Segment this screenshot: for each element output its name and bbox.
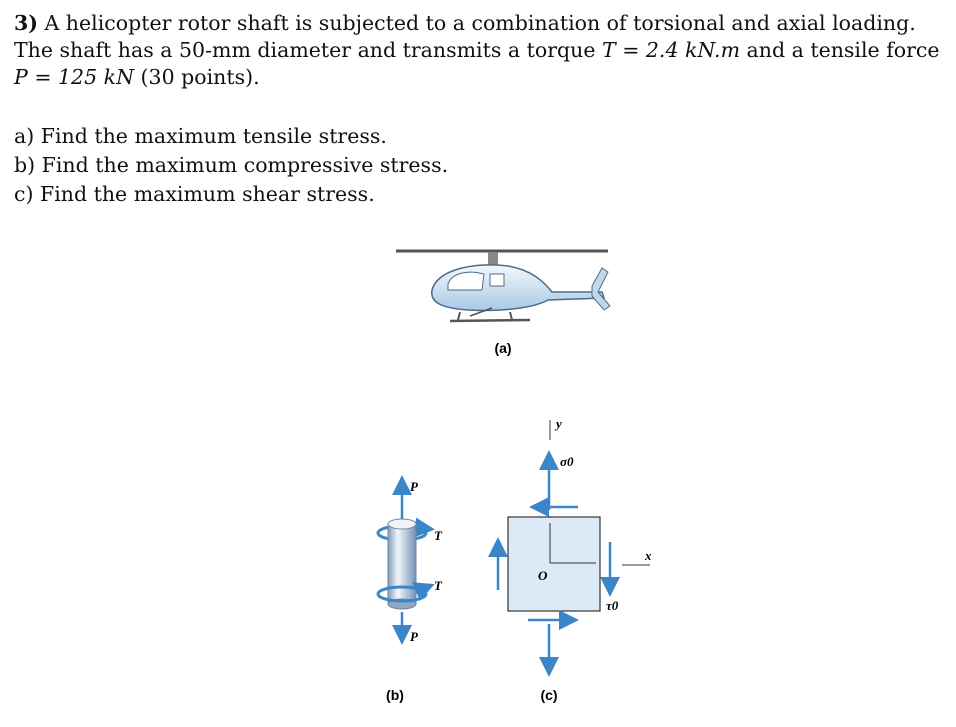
skid (449, 318, 531, 323)
label-tau: τ0 (606, 598, 619, 613)
problem-number: 3) (14, 11, 38, 35)
caption-a: (a) (494, 340, 511, 356)
torque-symbol: T (601, 38, 616, 62)
statement-part-1: A helicopter rotor shaft is subjected to… (14, 11, 916, 62)
question-parts: a) Find the maximum tensile stress. b) F… (14, 122, 448, 209)
label-t-bottom: T (434, 578, 443, 593)
side-window (489, 273, 505, 287)
shaft-illustration: P T T P (b) (376, 475, 443, 703)
rotor-shaft (488, 252, 498, 266)
label-p-top: P (410, 479, 419, 494)
shaft-top-face (387, 518, 417, 530)
helicopter-illustration: (a) (396, 249, 611, 356)
statement-part-2: and a tensile force (740, 38, 940, 62)
label-x: x (644, 548, 652, 563)
label-sigma: σ0 (560, 454, 574, 469)
label-o: O (538, 568, 548, 583)
points-label: (30 points). (134, 65, 260, 89)
force-value: = 125 kN (27, 65, 135, 89)
cockpit-window (447, 271, 485, 291)
shaft-body (387, 523, 417, 605)
part-a: a) Find the maximum tensile stress. (14, 124, 387, 148)
label-p-bottom: P (410, 629, 419, 644)
stress-element-illustration: y σ0 O x τ0 (c) (488, 416, 652, 703)
label-y: y (554, 416, 562, 431)
part-c: c) Find the maximum shear stress. (14, 182, 375, 206)
tail-fin (591, 267, 611, 311)
torque-value: = 2.4 kN.m (615, 38, 741, 62)
caption-c: (c) (540, 687, 557, 703)
stress-element (507, 516, 601, 612)
caption-b: (b) (386, 687, 404, 703)
part-b: b) Find the maximum compressive stress. (14, 153, 449, 177)
label-t-top: T (434, 528, 443, 543)
problem-statement: 3) A helicopter rotor shaft is subjected… (14, 10, 944, 91)
force-symbol: P (14, 65, 28, 89)
